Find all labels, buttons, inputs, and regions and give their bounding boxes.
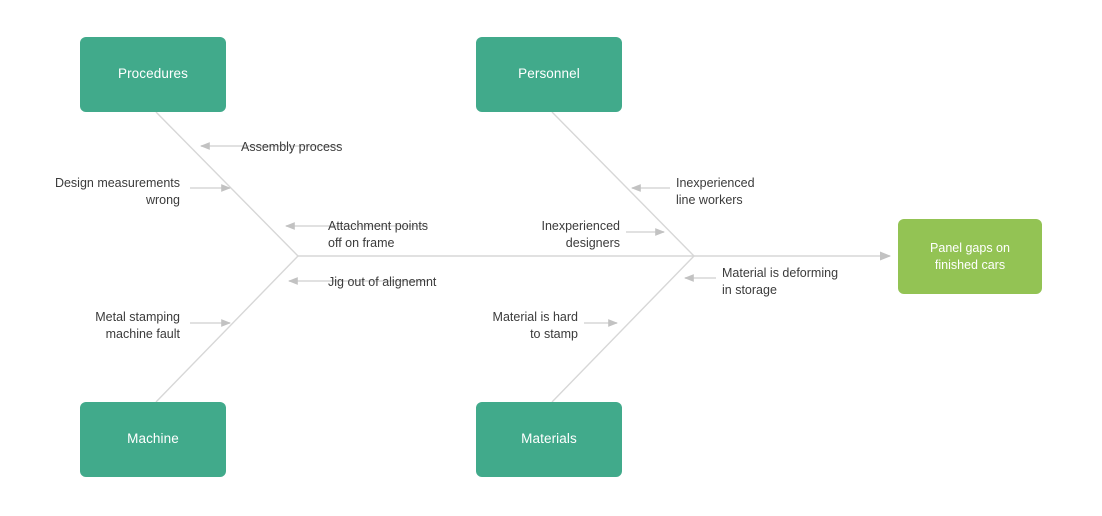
cause-label-metal-stamping-machine-fault[interactable]: Metal stamping machine fault <box>95 310 180 341</box>
category-box-personnel[interactable]: Personnel <box>476 37 622 112</box>
effect-box[interactable]: Panel gaps on finished cars <box>898 219 1042 294</box>
category-box-machine[interactable]: Machine <box>80 402 226 477</box>
cause-arrow-lines <box>190 142 716 327</box>
bone-line-materials <box>551 255 695 403</box>
category-box-label: Machine <box>127 431 179 447</box>
cause-label-inexperienced-line-workers[interactable]: Inexperienced line workers <box>676 176 755 207</box>
cause-label-attachment-points-off-on-frame[interactable]: Attachment points off on frame <box>328 219 429 250</box>
category-box-materials[interactable]: Materials <box>476 402 622 477</box>
cause-label-design-measurements-wrong[interactable]: Design measurements wrong <box>54 176 180 207</box>
cause-label-material-is-deforming-in-storage[interactable]: Material is deforming in storage <box>722 266 839 297</box>
category-box-label: Materials <box>521 431 577 447</box>
category-box-label: Personnel <box>518 66 580 82</box>
bone-line-personnel <box>551 111 695 257</box>
cause-label-material-is-hard-to-stamp[interactable]: Material is hard to stamp <box>492 310 578 341</box>
bone-line-procedures <box>155 111 299 257</box>
cause-label-assembly-process[interactable]: Assembly process <box>241 140 343 154</box>
effect-box-label: Panel gaps on finished cars <box>930 240 1010 272</box>
bone-line-machine <box>155 255 299 403</box>
category-bone-lines <box>155 111 695 403</box>
cause-label-inexperienced-designers[interactable]: Inexperienced designers <box>541 219 620 250</box>
cause-label-jig-out-of-alignemnt[interactable]: Jig out of alignemnt <box>328 275 437 289</box>
category-box-label: Procedures <box>117 66 189 82</box>
category-box-procedures[interactable]: Procedures <box>80 37 226 112</box>
